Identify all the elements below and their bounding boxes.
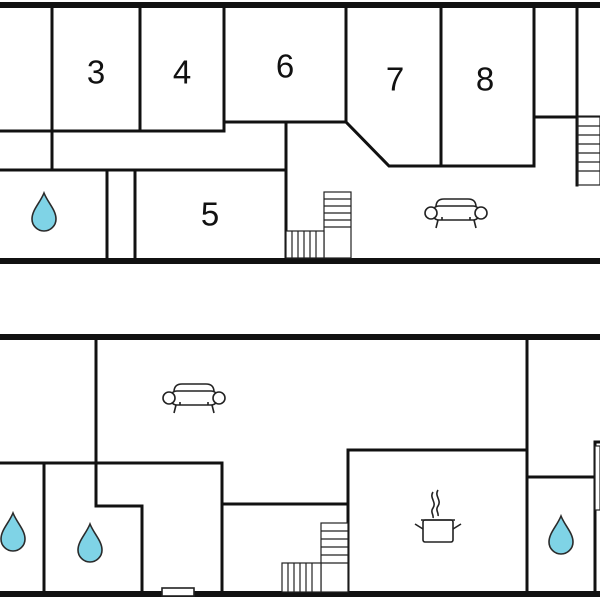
room-number-8: 8 [476, 61, 494, 98]
sofa-icon-lower [162, 383, 226, 414]
lower-floor [0, 334, 600, 597]
lower-floor-walls [0, 335, 600, 594]
water-drop-icon-3 [548, 513, 574, 555]
sofa-icon [424, 198, 488, 229]
room-number-6: 6 [276, 48, 294, 85]
staircase-icon-lower-right [594, 445, 600, 511]
staircase-icon-right [577, 116, 600, 186]
upper-corridor-walls [0, 120, 288, 260]
water-drop-icon-1 [0, 510, 26, 552]
room-number-5: 5 [201, 196, 219, 233]
room-number-4: 4 [173, 54, 191, 91]
water-drop-icon [31, 190, 57, 232]
staircase-icon [285, 191, 352, 259]
room-number-7: 7 [386, 61, 404, 98]
upper-top-rooms-walls [0, 3, 600, 187]
upper-floor: 3 4 6 7 8 5 [0, 2, 600, 264]
cooking-pot-icon [414, 489, 462, 543]
water-drop-icon-2 [77, 521, 103, 563]
room-number-3: 3 [87, 54, 105, 91]
entrance-door-sill [161, 587, 195, 597]
staircase-icon-lower [281, 522, 349, 593]
